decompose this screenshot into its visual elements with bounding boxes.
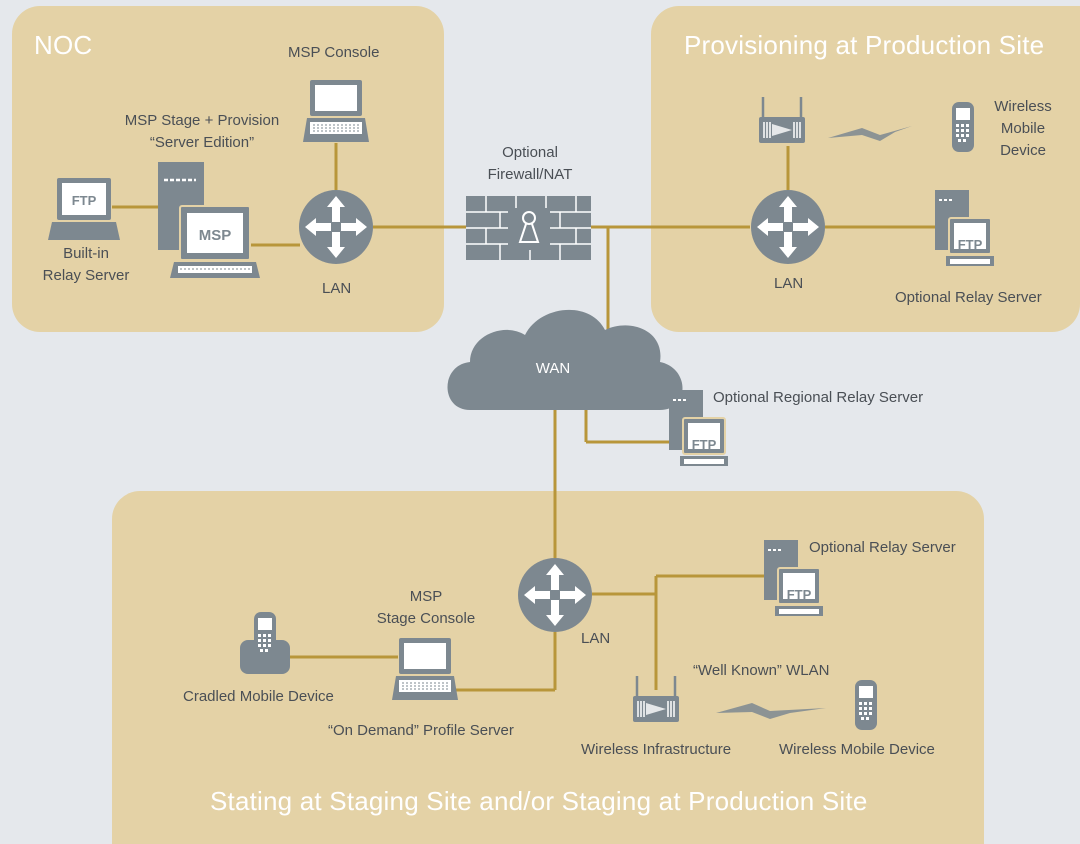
firewall-icon xyxy=(466,196,591,260)
stage-console-label: MSP Stage Console xyxy=(376,588,476,627)
provisioning-wireless-signal-icon xyxy=(828,126,912,141)
staging-wireless-signal-icon xyxy=(716,703,826,719)
msp-stage-provision-label: MSP Stage + Provision “Server Edition” xyxy=(124,112,280,151)
staging-wireless-device-label: Wireless Mobile Device xyxy=(779,741,935,758)
staging-relay-label: Optional Relay Server xyxy=(809,539,956,556)
regional-relay-label: Optional Regional Relay Server xyxy=(713,389,924,406)
noc-lan-router-icon xyxy=(299,190,373,264)
svg-text:FTP: FTP xyxy=(692,437,717,452)
builtin-relay-label: Built-in Relay Server xyxy=(42,245,130,284)
svg-text:FTP: FTP xyxy=(958,237,983,252)
provisioning-ftp-server-icon: FTP xyxy=(934,189,995,267)
provisioning-zone xyxy=(651,6,1080,332)
on-demand-profile-label: “On Demand” Profile Server xyxy=(328,722,514,739)
cradled-device-label: Cradled Mobile Device xyxy=(183,688,334,705)
noc-lan-label: LAN xyxy=(322,280,352,297)
stage-console-laptop-icon xyxy=(391,637,459,701)
ftp-relay-icon: FTP xyxy=(48,178,120,240)
provisioning-wireless-device-label: Wireless Mobile Device xyxy=(994,98,1052,159)
provisioning-lan-label: LAN xyxy=(774,275,804,292)
firewall-label: Optional Firewall/NAT xyxy=(487,144,573,183)
ftp-label: FTP xyxy=(72,193,97,208)
msp-label: MSP xyxy=(199,227,232,244)
well-known-wlan-label: “Well Known” WLAN xyxy=(693,662,830,679)
cradled-device-icon xyxy=(240,612,290,674)
wireless-infrastructure-label: Wireless Infrastructure xyxy=(581,741,732,758)
provisioning-lan-router-icon xyxy=(751,190,825,264)
provisioning-mobile-device-icon xyxy=(952,102,974,152)
wan-label: WAN xyxy=(536,360,570,377)
provisioning-relay-label: Optional Relay Server xyxy=(895,289,1042,306)
staging-mobile-device-icon xyxy=(855,680,877,730)
staging-ftp-server-icon: FTP xyxy=(763,539,824,617)
provisioning-title: Provisioning at Production Site xyxy=(684,30,1045,60)
connection-lines xyxy=(112,143,940,692)
staging-lan-router-icon xyxy=(518,558,592,632)
msp-console-label: MSP Console xyxy=(288,44,380,61)
regional-ftp-server-icon: FTP xyxy=(668,389,729,467)
noc-title: NOC xyxy=(34,30,93,60)
staging-lan-label: LAN xyxy=(581,630,611,647)
wan-cloud-icon: WAN xyxy=(447,309,683,410)
svg-text:FTP: FTP xyxy=(787,587,812,602)
msp-server-icon: MSP xyxy=(158,162,260,278)
msp-console-laptop-icon xyxy=(302,79,370,143)
staging-title: Stating at Staging Site and/or Staging a… xyxy=(210,786,868,816)
provisioning-access-point-icon xyxy=(757,95,807,145)
